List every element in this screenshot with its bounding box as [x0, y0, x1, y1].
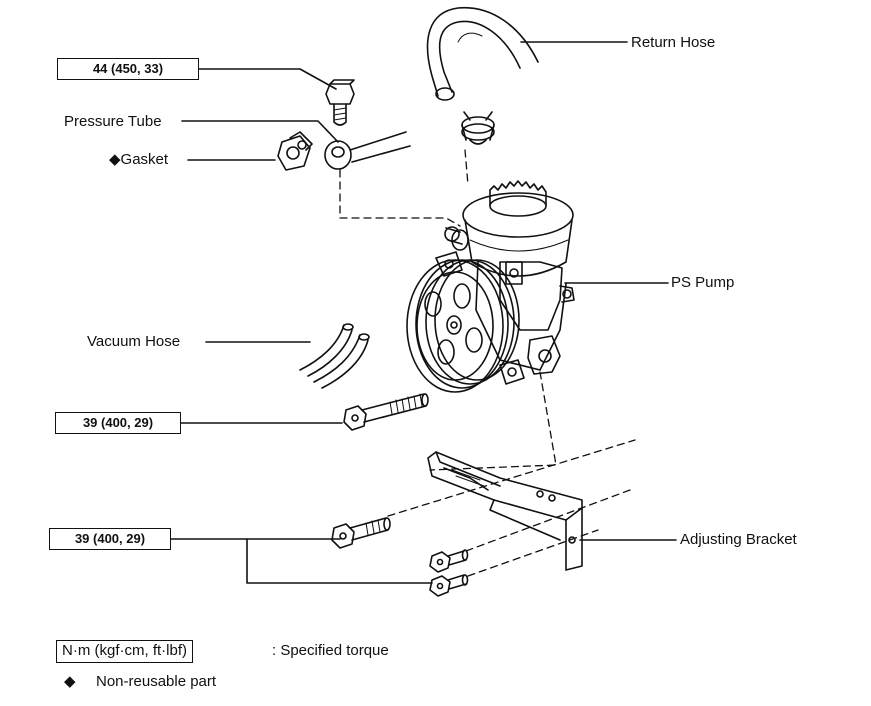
adjusting-bracket [427, 451, 583, 571]
gasket-label-text: Gasket [120, 151, 169, 168]
return-hose [426, 6, 539, 101]
gaskets [277, 131, 313, 171]
pump-mounting-bolt [343, 393, 429, 431]
nonreusable-marker: ◆ [109, 151, 121, 168]
hose-clamp [461, 111, 495, 145]
pressure-tube-label: Pressure Tube [64, 113, 162, 130]
bracket-bolt-long [331, 517, 391, 549]
legend-torque-desc: : Specified torque [272, 642, 389, 659]
return-hose-label: Return Hose [631, 34, 716, 51]
bracket-bolt-short-lower [429, 574, 469, 597]
legend-nonreusable-symbol: ◆ [64, 673, 76, 690]
bracket-bolt-short-upper [429, 549, 469, 573]
pressure-tube [324, 131, 411, 170]
adjusting-bracket-label: Adjusting Bracket [680, 531, 797, 548]
legend-nonreusable-desc: Non-reusable part [96, 673, 217, 690]
pulley [406, 259, 520, 393]
torque-spec-pump-bolt: 39 (400, 29) [55, 412, 181, 434]
ps-pump-label: PS Pump [671, 274, 735, 291]
torque-spec-union-bolt: 44 (450, 33) [57, 58, 199, 80]
leader-lines [169, 41, 677, 584]
torque-spec-bracket-bolts: 39 (400, 29) [49, 528, 171, 550]
vacuum-hoses [299, 323, 370, 389]
assembly-dashes [339, 149, 636, 577]
legend-torque-unit: N·m (kgf·cm, ft·lbf) [56, 640, 193, 663]
union-bolt [325, 79, 355, 126]
ps-pump-body [435, 180, 575, 385]
vacuum-hose-label: Vacuum Hose [87, 333, 181, 350]
gasket-label: ◆Gasket [109, 151, 168, 169]
